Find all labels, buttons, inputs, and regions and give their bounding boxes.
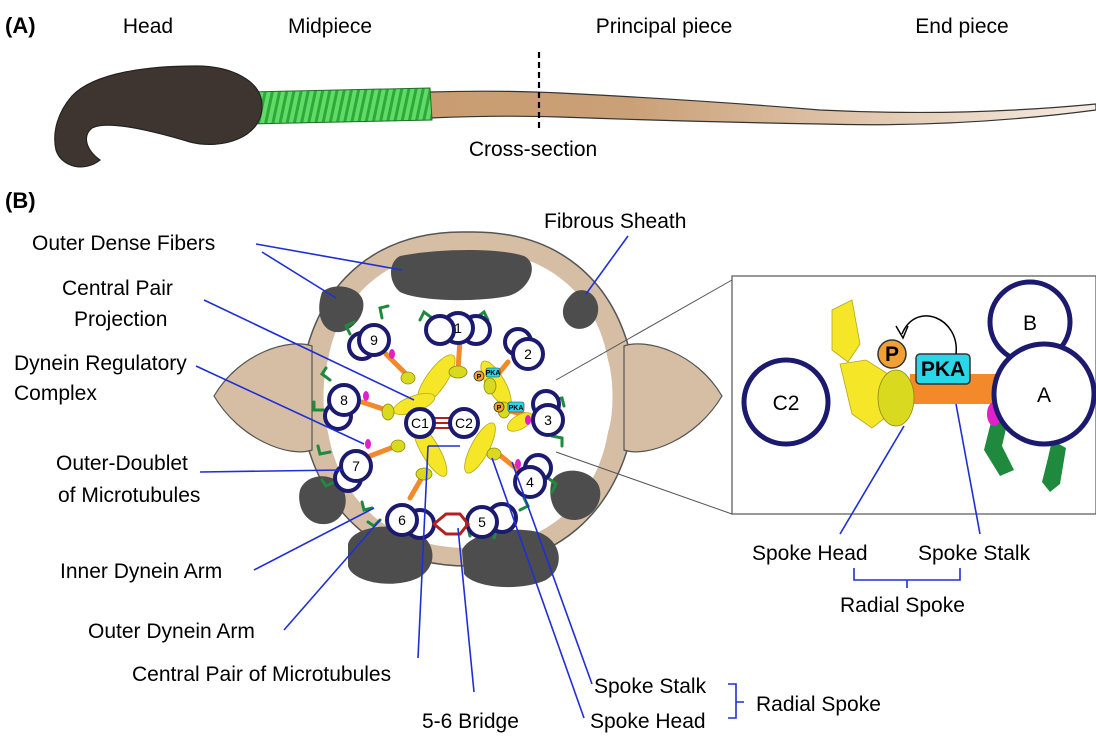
sheath-right-lobe <box>624 344 722 452</box>
spoke-head-6 <box>416 468 432 480</box>
spoke-head-4 <box>487 448 501 460</box>
inset-p-label: P <box>885 343 899 366</box>
small-pka-1-label: PKA <box>486 370 501 377</box>
spoke-head-2 <box>484 378 496 394</box>
small-p-1-label: P <box>477 374 482 381</box>
inset-label-spoke-stalk: Spoke Stalk <box>918 542 1031 565</box>
label-spoke-stalk: Spoke Stalk <box>594 675 707 698</box>
doublet-1c <box>426 316 454 344</box>
label-central-pair-1: Central Pair <box>62 277 173 300</box>
drc-7 <box>365 439 371 449</box>
c1-label: C1 <box>411 415 429 431</box>
spoke-head-8 <box>382 404 394 420</box>
label-outer-dense-fibers: Outer Dense Fibers <box>32 232 215 255</box>
label-drc-1: Dynein Regulatory <box>14 352 187 375</box>
inset-spoke-head <box>878 370 914 426</box>
doublet-num-8: 8 <box>340 392 348 408</box>
panel-b-label: (B) <box>5 188 36 213</box>
sperm-head <box>55 66 262 167</box>
label-outer-doublet-2: of Microtubules <box>58 484 200 507</box>
spoke-head-1 <box>449 366 467 378</box>
inset-label-radial-spoke: Radial Spoke <box>840 594 965 617</box>
inset-pka-label: PKA <box>921 358 965 381</box>
small-p-pka-2: P PKA <box>494 402 524 412</box>
doublet-num-3: 3 <box>544 412 552 428</box>
drc-9 <box>389 349 395 359</box>
drc-8 <box>363 391 369 401</box>
doublet-num-9: 9 <box>370 332 378 348</box>
spoke-head-9 <box>401 372 415 384</box>
label-bridge-5-6: 5-6 Bridge <box>422 710 519 733</box>
label-outer-dynein-arm: Outer Dynein Arm <box>88 620 255 643</box>
bracket-radial-spoke <box>728 684 744 718</box>
label-fibrous-sheath: Fibrous Sheath <box>544 210 686 233</box>
dense-fiber-top <box>391 250 532 300</box>
label-outer-doublet-1: Outer-Doublet <box>56 452 188 475</box>
head-label: Head <box>123 15 173 38</box>
panel-a-label: (A) <box>5 13 36 38</box>
doublet-num-2: 2 <box>524 346 532 362</box>
leader-fibrous-sheath <box>586 236 628 294</box>
inset-a-label: A <box>1037 384 1051 407</box>
label-central-pair-mt: Central Pair of Microtubules <box>132 663 391 686</box>
spoke-head-7 <box>391 440 405 452</box>
principal-piece-label: Principal piece <box>596 15 733 38</box>
doublet-num-7: 7 <box>352 458 360 474</box>
label-drc-2: Complex <box>14 382 97 405</box>
doublet-num-1: 1 <box>454 320 462 336</box>
doublet-num-6: 6 <box>398 512 406 528</box>
label-inner-dynein-arm: Inner Dynein Arm <box>60 560 222 583</box>
label-spoke-head: Spoke Head <box>590 710 706 733</box>
inset-b-label: B <box>1023 312 1037 335</box>
doublet-num-4: 4 <box>526 474 534 490</box>
end-piece-label: End piece <box>915 15 1008 38</box>
small-p-2-label: P <box>497 405 502 412</box>
midpiece-label: Midpiece <box>288 15 372 38</box>
inset-label-spoke-head: Spoke Head <box>752 542 868 565</box>
doublet-num-5: 5 <box>478 514 486 530</box>
inset-bracket <box>854 568 960 588</box>
leader-odf-2 <box>262 252 336 298</box>
cross-section-label: Cross-section <box>469 138 597 161</box>
small-pka-2-label: PKA <box>509 405 524 412</box>
drc-3 <box>525 415 531 425</box>
label-radial-spoke: Radial Spoke <box>756 693 881 716</box>
dense-fiber-bottomright <box>462 530 559 587</box>
label-central-pair-2: Projection <box>74 308 167 331</box>
drc-4 <box>515 459 521 469</box>
midpiece-coil <box>248 88 432 124</box>
inset-c2-label: C2 <box>773 392 800 415</box>
c2-label: C2 <box>455 415 473 431</box>
